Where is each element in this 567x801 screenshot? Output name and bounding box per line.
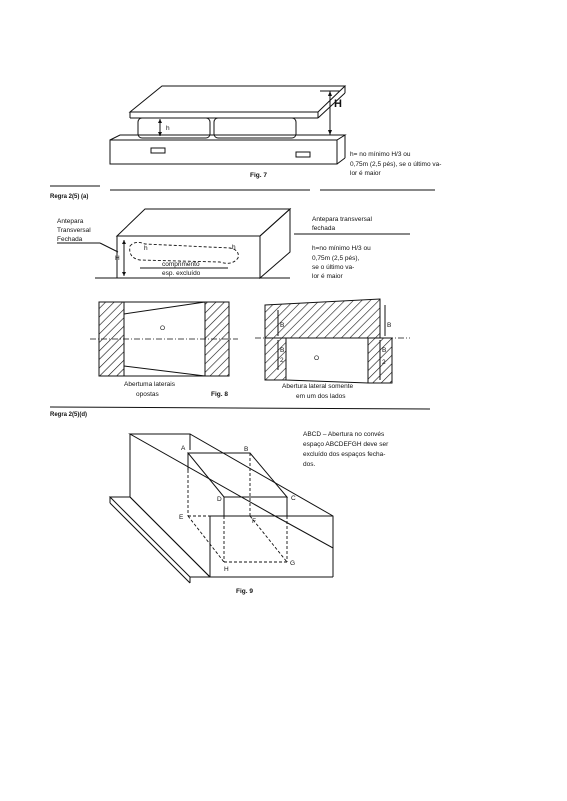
figure-8-box: H h h comprimento esp. excluído Antepara…	[57, 207, 410, 280]
fig9-label-C: C	[291, 495, 296, 502]
fig8-right-label-1: Antepara transversal	[312, 216, 373, 223]
figure-7: H h h= no mínimo H/3 ou 0,75m (2,5 pés),…	[109, 85, 441, 179]
fig9-note-1: ABCD – Abertura no convés	[303, 431, 385, 438]
fig7-note-3: lor é maior	[350, 170, 382, 177]
fig9-note-3: excluído dos espaços fecha-	[303, 451, 385, 458]
fig8-label-H: H	[115, 255, 120, 262]
fig8-length-2: esp. excluído	[162, 270, 201, 277]
fig8-length-1: comprimento	[162, 261, 200, 268]
fig8-label-O-left: O	[160, 325, 165, 332]
fig8-caption: Fig. 8	[211, 391, 228, 398]
fig8-label-h: h	[144, 245, 148, 252]
fig9-label-B: B	[244, 446, 248, 453]
fig8-note-4: lor é maior	[312, 273, 344, 280]
fig9-label-G: G	[290, 560, 295, 567]
fig7-label-h: h	[166, 125, 170, 132]
figure-8-left-section: O Abertuma laterais opostas	[90, 301, 238, 398]
fig8-note-3: se o último va-	[312, 264, 354, 271]
fig8-caption-right-1: Abertura lateral somente	[282, 383, 354, 390]
fig8-note-1: h=no mínimo H/3 ou	[312, 245, 371, 252]
fig8-label-B3: B	[387, 322, 391, 329]
fig7-caption: Fig. 7	[250, 172, 267, 179]
rule-heading-2-5-a: Regra 2(5) (a)	[50, 194, 88, 200]
fig9-label-A: A	[181, 445, 186, 452]
fig8-label-2b: 2	[382, 359, 386, 366]
fig8-caption-right-2: em um dos lados	[296, 393, 346, 400]
separator-1: Regra 2(5) (a)	[50, 185, 435, 200]
fig8-left-label-2: Transversal	[57, 227, 91, 234]
fig7-note-2: 0,75m (2,5 pés), se o último va-	[350, 161, 441, 168]
fig9-label-H: H	[224, 566, 229, 573]
figure-8-right-section: O B B 2 B B 2 Abertura lateral somente e…	[255, 298, 410, 400]
fig9-label-D: D	[217, 496, 222, 503]
fig8-label-B2: B	[280, 347, 284, 354]
rule-heading-2-5-d: Regra 2(5)(d)	[50, 412, 87, 418]
fig8-caption-left-1: Abertuma laterais	[124, 381, 176, 388]
fig7-label-H: H	[334, 98, 342, 110]
fig8-note-2: 0,75m (2,5 pés),	[312, 255, 360, 262]
fig9-label-F: F	[252, 518, 256, 525]
fig7-note-1: h= no mínimo H/3 ou	[350, 151, 411, 158]
fig9-note-2: espaço ABCDEFGH deve ser	[303, 441, 389, 448]
fig8-caption-left-2: opostas	[136, 391, 160, 398]
fig9-label-E: E	[179, 514, 184, 521]
figure-9: A B C D E F G H ABCD – Abertura no convé…	[108, 431, 389, 595]
fig8-label-2a: 2	[280, 357, 284, 364]
fig8-left-label-1: Antepara	[57, 218, 84, 225]
fig8-label-h-right: h	[232, 244, 236, 251]
fig8-left-label-3: Fechada	[57, 236, 83, 243]
separator-2: Regra 2(5)(d)	[49, 406, 431, 418]
fig9-caption: Fig. 9	[236, 588, 253, 595]
fig8-right-label-2: fechada	[312, 225, 336, 232]
fig8-label-B4: B	[382, 347, 386, 354]
fig8-label-B1: B	[280, 322, 284, 329]
fig9-note-4: dos.	[303, 461, 315, 468]
fig8-label-O-right: O	[314, 355, 319, 362]
